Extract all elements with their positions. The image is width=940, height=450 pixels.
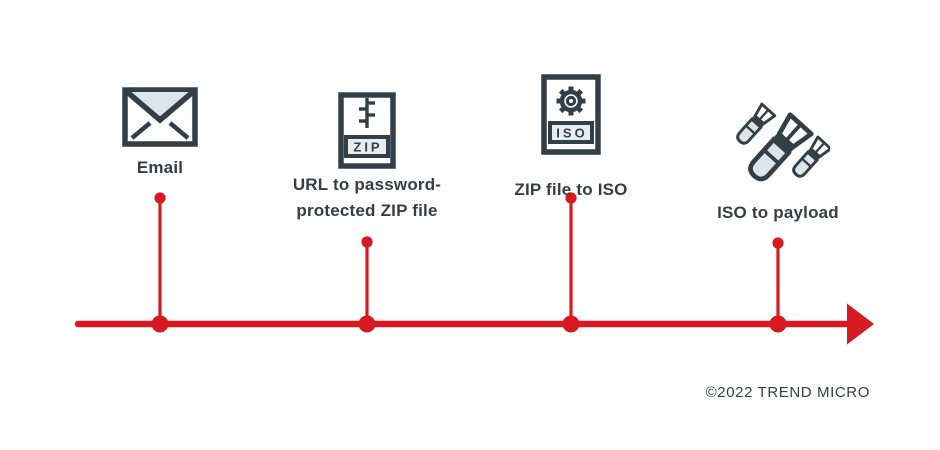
zip-badge-text: ZIP: [353, 140, 382, 155]
timeline-axis-dot-iso-payload: [769, 315, 787, 333]
timeline-top-dot-url-zip: [361, 236, 373, 248]
zipper-glyph: [359, 98, 375, 128]
timeline-top-dot-email: [154, 192, 166, 204]
milestone-label-iso-payload: ISO to payload: [717, 203, 839, 222]
timeline-top-dot-zip-iso: [565, 192, 577, 204]
gear-icon: [556, 86, 586, 116]
timeline-axis-dot-zip-iso: [562, 315, 580, 333]
iso-badge-text: ISO: [556, 126, 587, 141]
zip-file-icon: ZIP: [338, 92, 396, 174]
iso-file-icon: ISO: [541, 74, 601, 160]
email-icon: [122, 87, 198, 152]
bomb-small-left: [732, 102, 777, 149]
payload-bombs-icon: [726, 102, 833, 203]
timeline-axis-dot-email: [151, 315, 169, 333]
timeline-axis-dot-url-zip: [358, 315, 376, 333]
copyright-text: ©2022 TREND MICRO: [705, 384, 870, 401]
timeline-top-dot-iso-payload: [772, 237, 784, 249]
milestone-label-zip-iso: ZIP file to ISO: [514, 180, 628, 199]
milestone-label-url-zip: URL to password-protected ZIP file: [292, 175, 442, 220]
timeline-arrowhead-icon: [847, 303, 874, 345]
milestone-label-email: Email: [136, 158, 184, 177]
